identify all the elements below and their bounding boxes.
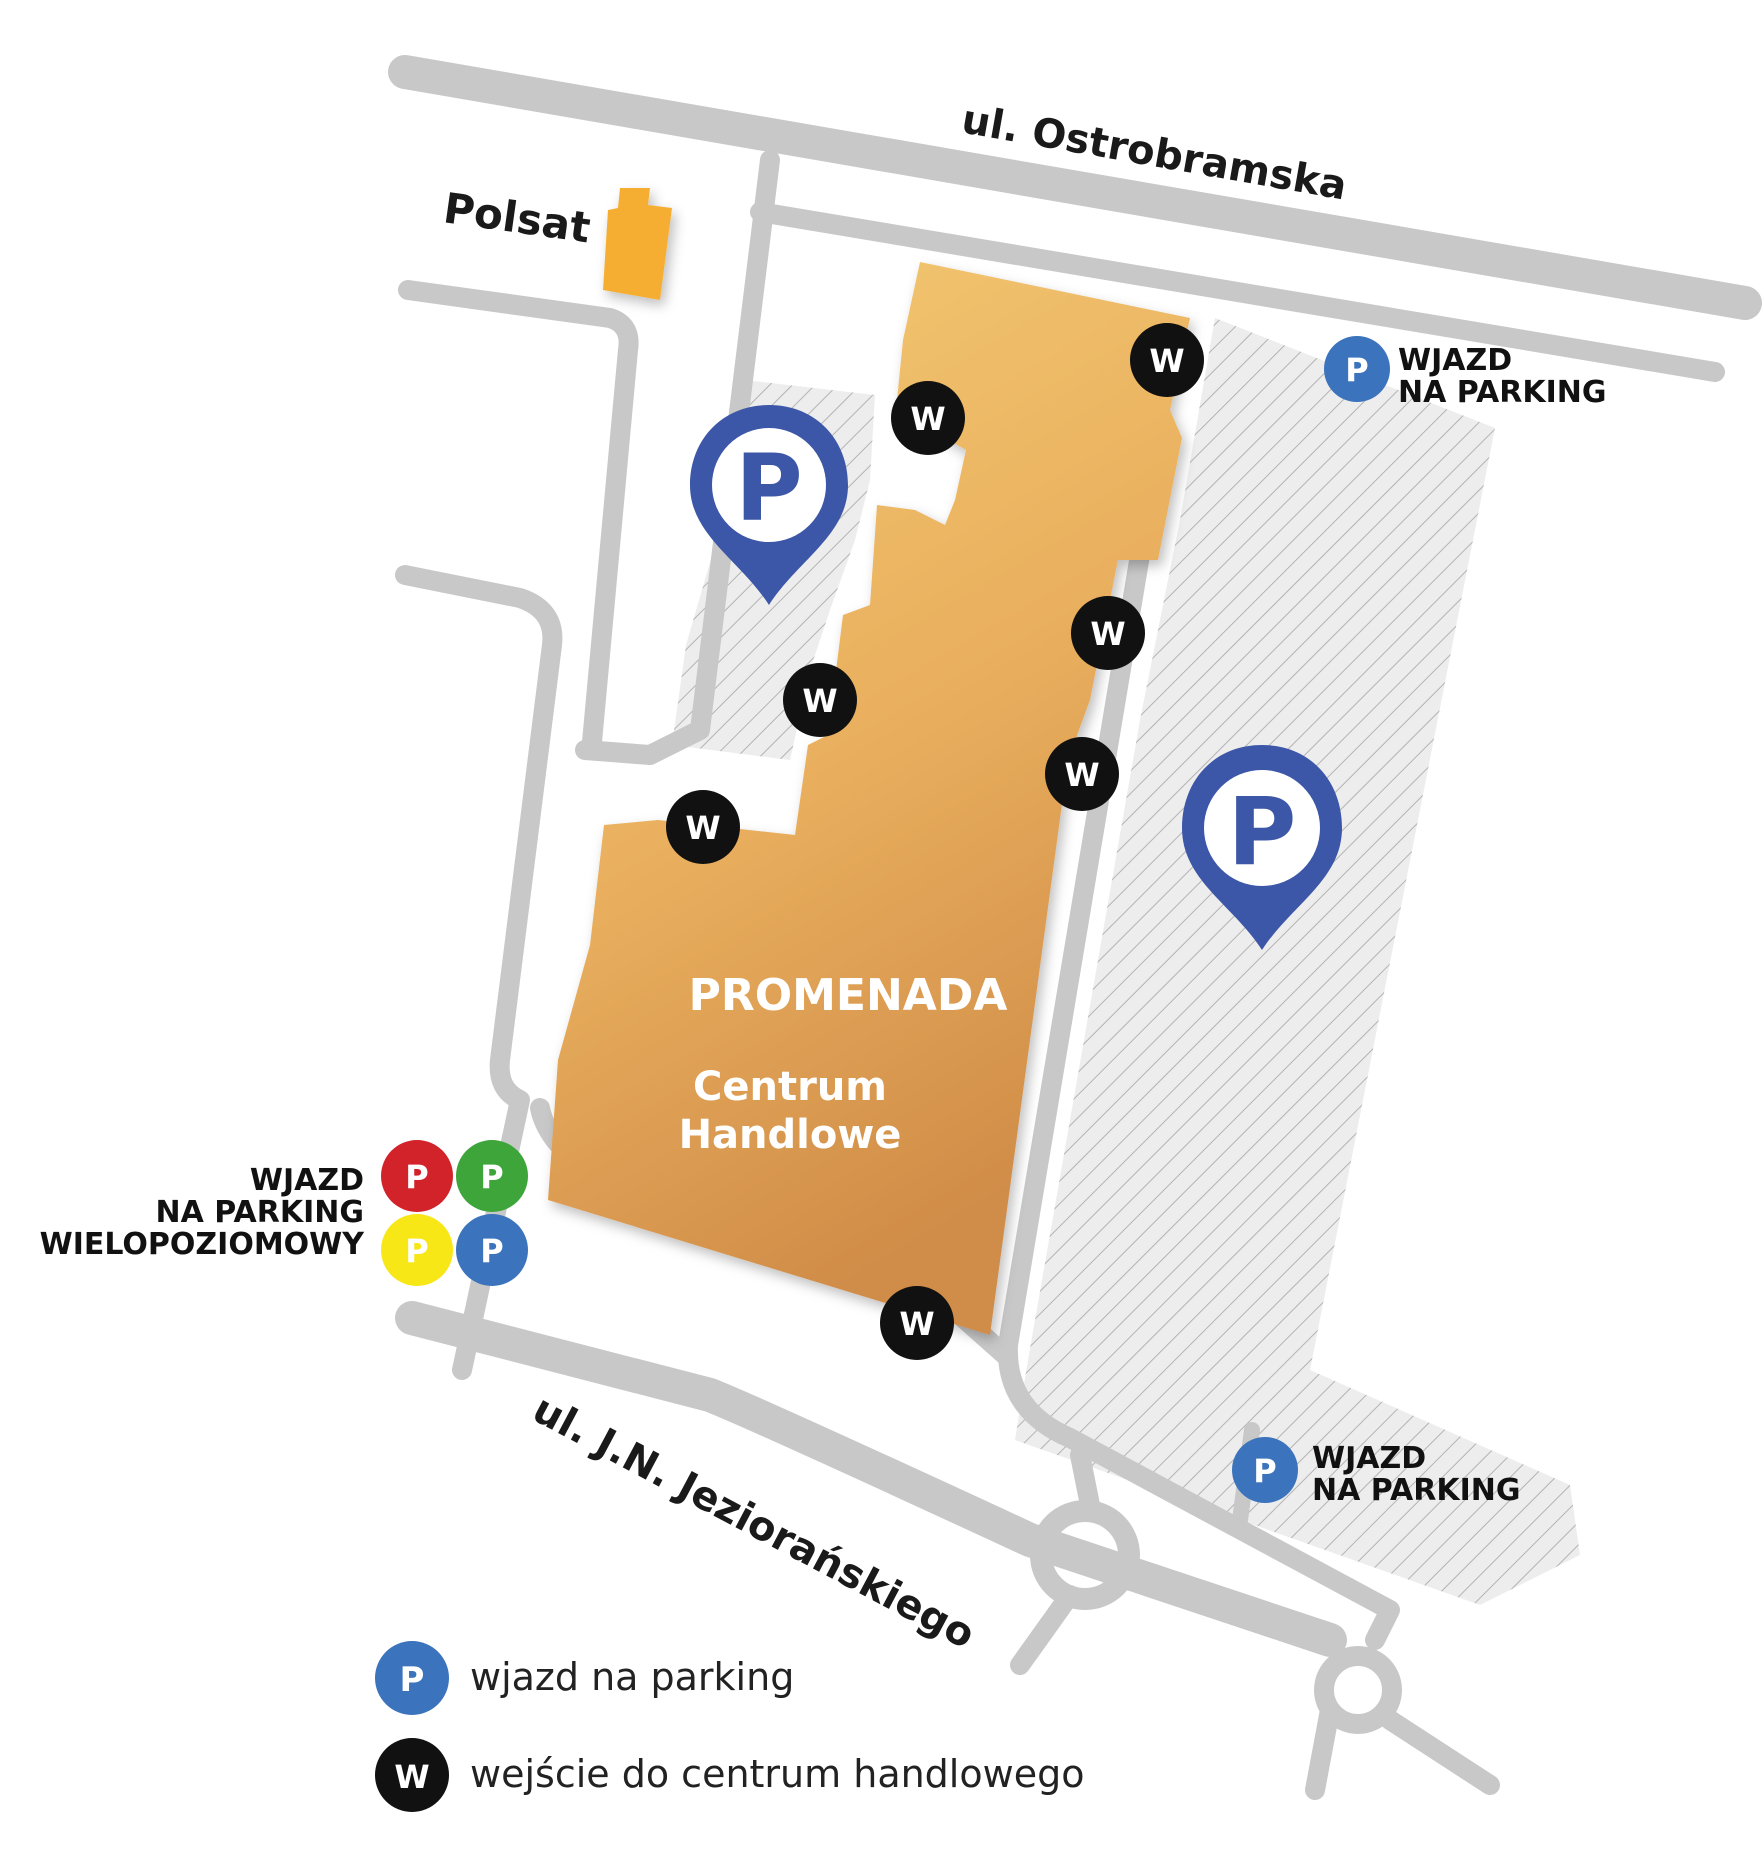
- legend-entrance-letter: W: [394, 1758, 429, 1796]
- entrance-marker-7[interactable]: W: [880, 1286, 954, 1360]
- multilevel-parking-letter: P: [405, 1232, 428, 1270]
- entrance-marker-letter: W: [685, 809, 720, 847]
- parking-pin-east[interactable]: P: [1182, 745, 1342, 950]
- mall-subtitle-line1: Centrum: [693, 1064, 887, 1110]
- entrance-marker-5[interactable]: W: [1045, 737, 1119, 811]
- parking-entry-multilevel-line1: WJAZD: [250, 1163, 364, 1198]
- road-rondo-exits: [1010, 1445, 1500, 1800]
- parking-entry-ne[interactable]: P: [1324, 336, 1390, 402]
- road-network: [388, 55, 1762, 1800]
- mall-building: [548, 262, 1190, 1335]
- entrance-marker-letter: W: [1064, 756, 1099, 794]
- entrance-markers: W W W W W W W: [666, 323, 1204, 1360]
- entrance-marker-letter: W: [910, 400, 945, 438]
- polsat-label: Polsat: [441, 183, 594, 252]
- road-east-service: [997, 545, 1400, 1650]
- parking-entry-ne-line1: WJAZD: [1398, 343, 1512, 378]
- entrance-marker-4[interactable]: W: [783, 663, 857, 737]
- entrance-marker-letter: W: [1090, 615, 1125, 653]
- entrance-marker-2[interactable]: W: [891, 381, 965, 455]
- legend-parking-letter: P: [400, 1660, 425, 1700]
- road-west-lower: [395, 565, 563, 1380]
- legend-parking-label: wjazd na parking: [470, 1655, 794, 1699]
- entrance-marker-3[interactable]: W: [1071, 596, 1145, 670]
- parking-entry-ne-letter: P: [1345, 351, 1368, 389]
- road-jezioranskiego: [395, 1301, 1347, 1657]
- road-west-branch: [398, 280, 639, 752]
- parking-area-east: [1015, 318, 1580, 1605]
- entrance-marker-1[interactable]: W: [1130, 323, 1204, 397]
- parking-entry-ne-line2: NA PARKING: [1398, 375, 1606, 410]
- polsat-building: [603, 188, 672, 300]
- mall-subtitle-line2: Handlowe: [679, 1112, 902, 1158]
- multilevel-parking-letter: P: [405, 1158, 428, 1196]
- multilevel-parking-marker-2[interactable]: P: [456, 1140, 528, 1212]
- entrance-marker-letter: W: [802, 682, 837, 720]
- multilevel-parking-marker-1[interactable]: P: [381, 1140, 453, 1212]
- roundabout-west: [1030, 1500, 1140, 1610]
- legend-entrance-label: wejście do centrum handlowego: [470, 1752, 1084, 1796]
- parking-entry-multilevel-line3: WIELOPOZIOMOWY: [40, 1227, 366, 1262]
- legend: P wjazd na parking W wejście do centrum …: [375, 1641, 1084, 1812]
- parking-pin-west-letter: P: [735, 435, 802, 542]
- parking-entry-se-line1: WJAZD: [1312, 1441, 1426, 1476]
- roundabout-east: [1314, 1646, 1402, 1734]
- multilevel-parking-letter: P: [480, 1158, 503, 1196]
- mall-name: PROMENADA: [689, 970, 1008, 1021]
- legend-parking-marker: P: [375, 1641, 449, 1715]
- parking-entry-se-letter: P: [1253, 1452, 1276, 1490]
- multilevel-parking-marker-3[interactable]: P: [381, 1214, 453, 1286]
- parking-pin-east-letter: P: [1228, 778, 1297, 887]
- parking-entry-se[interactable]: P: [1232, 1437, 1298, 1503]
- road-service-north: [750, 202, 1725, 382]
- parking-entry-se-line2: NA PARKING: [1312, 1473, 1520, 1508]
- legend-entrance-marker: W: [375, 1738, 449, 1812]
- parking-entry-multilevel-line2: NA PARKING: [156, 1195, 364, 1230]
- entrance-marker-6[interactable]: W: [666, 790, 740, 864]
- multilevel-parking-marker-4[interactable]: P: [456, 1214, 528, 1286]
- road-ostrobramska: [388, 55, 1762, 320]
- entrance-marker-letter: W: [899, 1305, 934, 1343]
- multilevel-parking-letter: P: [480, 1232, 503, 1270]
- parking-pin-west[interactable]: P: [690, 405, 848, 605]
- entrance-marker-letter: W: [1149, 342, 1184, 380]
